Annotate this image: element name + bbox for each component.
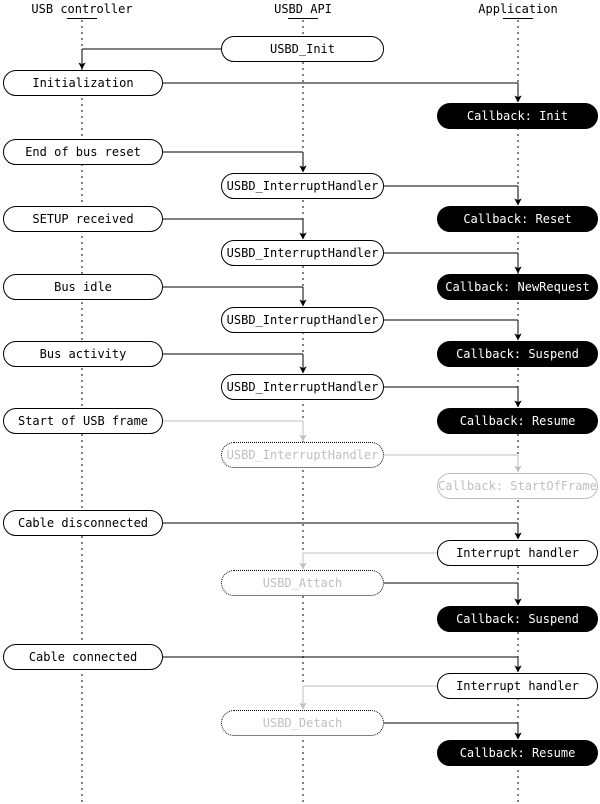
node-label: Callback: Suspend [456, 347, 579, 361]
node-label: Bus activity [39, 347, 127, 361]
node-isr-3[interactable]: USBD_InterruptHandler [221, 307, 384, 333]
node-cable-connected[interactable]: Cable connected [3, 644, 163, 670]
message-bus-idle-to-isr-3 [163, 286, 307, 307]
lifeline-header-application: Application [478, 2, 558, 16]
node-usbd-init[interactable]: USBD_Init [221, 36, 384, 62]
node-start-of-usb-frame[interactable]: Start of USB frame [3, 408, 163, 434]
node-isr-5-ghost[interactable]: USBD_InterruptHandler [221, 442, 384, 468]
message-isr-2-to-callback-newrequest [384, 252, 522, 274]
node-setup-received[interactable]: SETUP received [3, 206, 163, 232]
node-label: USBD_Init [269, 42, 336, 56]
message-interrupt-handler-1-to-usbd-attach-ghost [299, 552, 437, 570]
message-cable-disconnected-to-interrupt-handler-1 [163, 522, 522, 540]
node-label: Cable connected [28, 650, 138, 664]
node-label: USBD_InterruptHandler [226, 313, 379, 327]
message-initialization-to-callback-init [163, 82, 522, 103]
node-usbd-attach-ghost[interactable]: USBD_Attach [221, 570, 384, 596]
node-label: Start of USB frame [17, 414, 149, 428]
node-label: Callback: StartOfFrame [438, 479, 597, 493]
node-label: End of bus reset [25, 145, 141, 159]
node-initialization[interactable]: Initialization [3, 70, 163, 96]
node-callback-suspend-2[interactable]: Callback: Suspend [437, 606, 598, 632]
message-interrupt-handler-2-to-usbd-detach-ghost [299, 685, 437, 710]
message-end-of-bus-reset-to-isr-1 [163, 151, 307, 173]
node-label: Interrupt handler [456, 679, 579, 693]
node-cable-disconnected[interactable]: Cable disconnected [3, 510, 163, 536]
node-label: Initialization [32, 76, 134, 90]
node-label: Bus idle [54, 280, 112, 294]
node-callback-newrequest[interactable]: Callback: NewRequest [437, 274, 598, 300]
node-isr-4[interactable]: USBD_InterruptHandler [221, 374, 384, 400]
node-isr-2[interactable]: USBD_InterruptHandler [221, 240, 384, 266]
node-callback-reset[interactable]: Callback: Reset [437, 206, 598, 232]
node-bus-activity[interactable]: Bus activity [3, 341, 163, 367]
node-label: USBD_InterruptHandler [226, 380, 379, 394]
node-interrupt-handler-1[interactable]: Interrupt handler [437, 540, 598, 566]
node-isr-1[interactable]: USBD_InterruptHandler [221, 173, 384, 199]
node-callback-init[interactable]: Callback: Init [437, 103, 598, 129]
node-label: Callback: Resume [459, 746, 576, 760]
node-end-of-bus-reset[interactable]: End of bus reset [3, 139, 163, 165]
node-label: Cable disconnected [17, 516, 149, 530]
node-label: SETUP received [32, 212, 134, 226]
message-bus-activity-to-isr-4 [163, 353, 307, 374]
message-cable-connected-to-interrupt-handler-2 [163, 656, 522, 673]
message-isr-1-to-callback-reset [384, 185, 522, 206]
node-label: Callback: Resume [459, 414, 576, 428]
node-label: USBD_InterruptHandler [226, 246, 379, 260]
node-callback-resume-2[interactable]: Callback: Resume [437, 740, 598, 766]
node-label: USBD_Attach [262, 576, 343, 590]
message-start-of-usb-frame-to-isr-5-ghost [163, 420, 307, 442]
node-label: Callback: Suspend [456, 612, 579, 626]
node-label: USBD_InterruptHandler [226, 179, 379, 193]
node-label: USBD_Detach [262, 716, 343, 730]
node-callback-resume-1[interactable]: Callback: Resume [437, 408, 598, 434]
node-label: Callback: Reset [463, 212, 572, 226]
node-label: USBD_InterruptHandler [226, 448, 379, 462]
message-usbd-detach-ghost-to-callback-resume-2 [384, 722, 522, 740]
message-usbd-init-to-initialization [78, 48, 221, 70]
node-bus-idle[interactable]: Bus idle [3, 274, 163, 300]
lifeline-header-usb-controller: USB controller [31, 2, 133, 16]
message-isr-3-to-callback-suspend-1 [384, 319, 522, 341]
node-usbd-detach-ghost[interactable]: USBD_Detach [221, 710, 384, 736]
node-callback-startofframe[interactable]: Callback: StartOfFrame [437, 473, 598, 499]
node-interrupt-handler-2[interactable]: Interrupt handler [437, 673, 598, 699]
message-isr-5-ghost-to-callback-startofframe [384, 454, 522, 473]
message-usbd-attach-ghost-to-callback-suspend-2 [384, 582, 522, 606]
message-isr-4-to-callback-resume-1 [384, 386, 522, 408]
node-label: Callback: Init [466, 109, 569, 123]
node-label: Callback: NewRequest [445, 280, 590, 294]
node-callback-suspend-1[interactable]: Callback: Suspend [437, 341, 598, 367]
message-setup-received-to-isr-2 [163, 218, 307, 240]
node-label: Interrupt handler [456, 546, 579, 560]
lifeline-header-usbd-api: USBD API [274, 2, 332, 16]
